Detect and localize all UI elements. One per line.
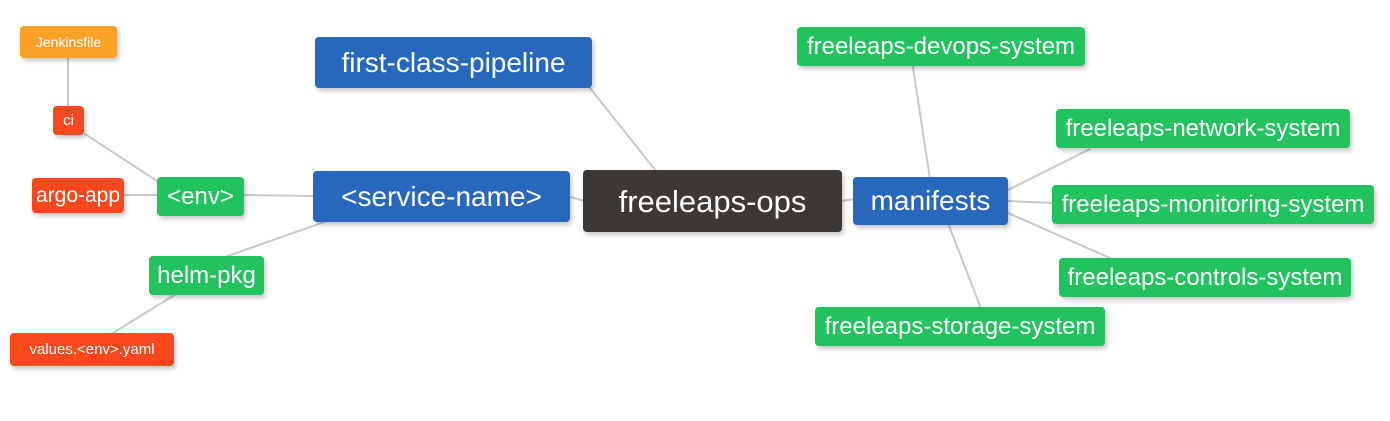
node-label-freeleaps-network-system: freeleaps-network-system: [1065, 114, 1341, 142]
node-freeleaps-ops[interactable]: freeleaps-ops: [583, 170, 842, 232]
node-label-service-name: <service-name>: [341, 180, 542, 212]
edge-root-first-class-pipeline: [589, 87, 661, 177]
edge-manifests-monitoring-system: [1007, 200, 1054, 204]
node-freeleaps-network-system[interactable]: freeleaps-network-system: [1056, 109, 1350, 148]
edge-helm-pkg-values-yaml: [112, 293, 177, 334]
node-label-argo-app: argo-app: [35, 184, 121, 207]
edge-service-name-helm-pkg: [221, 219, 331, 259]
node-label-jenkinsfile: Jenkinsfile: [35, 34, 102, 50]
node-label-env: <env>: [167, 182, 234, 210]
node-label-freeleaps-storage-system: freeleaps-storage-system: [824, 312, 1096, 340]
node-freeleaps-devops-system[interactable]: freeleaps-devops-system: [797, 27, 1085, 66]
node-jenkinsfile[interactable]: Jenkinsfile: [20, 26, 117, 58]
node-first-class-pipeline[interactable]: first-class-pipeline: [315, 37, 592, 88]
node-label-freeleaps-ops: freeleaps-ops: [618, 183, 807, 219]
node-label-freeleaps-monitoring-system: freeleaps-monitoring-system: [1061, 190, 1365, 218]
edge-service-name-env: [242, 194, 314, 197]
node-freeleaps-controls-system[interactable]: freeleaps-controls-system: [1059, 258, 1351, 297]
node-label-first-class-pipeline: first-class-pipeline: [341, 46, 566, 78]
node-service-name[interactable]: <service-name>: [313, 171, 570, 222]
node-freeleaps-monitoring-system[interactable]: freeleaps-monitoring-system: [1052, 185, 1374, 224]
node-freeleaps-storage-system[interactable]: freeleaps-storage-system: [815, 307, 1105, 346]
node-label-ci: ci: [63, 112, 74, 129]
node-label-freeleaps-controls-system: freeleaps-controls-system: [1067, 263, 1343, 291]
node-label-freeleaps-devops-system: freeleaps-devops-system: [806, 32, 1076, 60]
node-label-values-env-yaml: values.<env>.yaml: [29, 341, 155, 358]
node-helm-pkg[interactable]: helm-pkg: [149, 256, 264, 295]
edge-manifests-storage-system: [947, 222, 981, 307]
node-argo-app[interactable]: argo-app: [32, 178, 124, 213]
node-manifests[interactable]: manifests: [853, 177, 1008, 225]
node-env[interactable]: <env>: [157, 177, 244, 216]
edge-manifests-network-system: [1007, 148, 1091, 191]
edge-manifests-devops-system: [911, 60, 931, 180]
node-values-env-yaml[interactable]: values.<env>.yaml: [10, 333, 174, 366]
node-label-manifests: manifests: [870, 185, 991, 216]
node-label-helm-pkg: helm-pkg: [157, 261, 256, 289]
node-ci[interactable]: ci: [53, 106, 84, 135]
